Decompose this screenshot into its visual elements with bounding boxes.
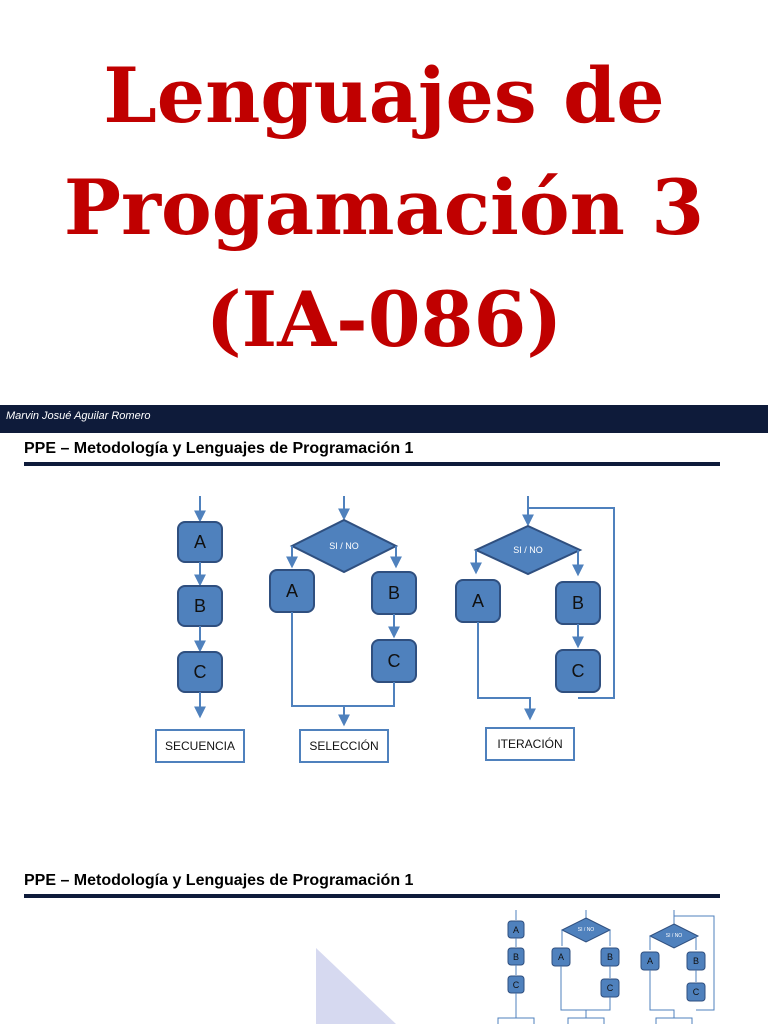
box-a-label: A — [472, 591, 484, 611]
box-b-label: B — [194, 596, 206, 616]
box-c-label: C — [513, 980, 520, 990]
box-c — [555, 649, 601, 693]
decision-label: SI / NO — [666, 933, 683, 939]
box-b-label: B — [607, 952, 613, 962]
control-structures-diagram: A B C SECUENCIA SI / NO A B C SELECCIÓN … — [155, 496, 615, 763]
title-line-3: (IA-086) — [205, 275, 563, 364]
title-line-1: Lenguajes de — [103, 51, 665, 140]
decision-label: SI / NO — [329, 541, 359, 551]
box-c-label: C — [607, 983, 614, 993]
box-a-label: A — [194, 532, 206, 552]
box-c-label: C — [194, 662, 207, 682]
control-structures-diagram-thumbnail: A B C SI / NO A B C SI / NO A B — [497, 910, 715, 1024]
section-header: PPE – Metodología y Lenguajes de Program… — [24, 440, 720, 466]
iteration-diagram: SI / NO A B C — [640, 910, 715, 1024]
decision-diamond — [473, 524, 583, 576]
iteration-label: ITERACIÓN — [497, 736, 562, 751]
box-c — [686, 982, 706, 1002]
decision-diamond — [648, 923, 700, 949]
box-b-label: B — [388, 583, 400, 603]
box-a-label: A — [286, 581, 298, 601]
section-header: PPE – Metodología y Lenguajes de Program… — [24, 872, 720, 898]
title-line-2: Progamación 3 — [63, 163, 705, 252]
box-a-label: A — [513, 925, 519, 935]
selection-label-box — [567, 1017, 605, 1024]
author-name: Marvin Josué Aguilar Romero — [6, 410, 151, 422]
box-c-label: C — [388, 651, 401, 671]
sequence-label-box — [155, 729, 245, 763]
decision-label: SI / NO — [513, 545, 543, 555]
selection-label: SELECCIÓN — [309, 738, 378, 753]
iteration-diagram: SI / NO A B C ITERACIÓN — [455, 496, 615, 761]
sequence-diagram: A B C — [497, 910, 535, 1024]
slide-title: Lenguajes de Progamación 3 (IA-086) — [0, 40, 768, 376]
sequence-label: SECUENCIA — [165, 739, 235, 753]
selection-label-box — [299, 729, 389, 763]
box-a-label: A — [558, 952, 564, 962]
box-b-label: B — [572, 593, 584, 613]
decision-diamond — [289, 518, 399, 574]
box-c-label: C — [572, 661, 585, 681]
box-b-label: B — [513, 952, 519, 962]
selection-diagram: SI / NO A B C SELECCIÓN — [269, 496, 417, 763]
box-b-label: B — [693, 956, 699, 966]
iteration-label-box — [485, 727, 575, 761]
selection-diagram: SI / NO A B C — [551, 910, 620, 1024]
sequence-diagram: A B C SECUENCIA — [155, 496, 245, 763]
decision-label: SI / NO — [578, 927, 595, 933]
watermark-shape — [316, 948, 396, 1024]
iteration-label-box — [655, 1017, 693, 1024]
box-a-label: A — [647, 956, 653, 966]
box-c-label: C — [693, 987, 700, 997]
decision-diamond — [560, 917, 612, 943]
sequence-label-box — [497, 1017, 535, 1024]
author-bar: Marvin Josué Aguilar Romero — [0, 405, 768, 433]
